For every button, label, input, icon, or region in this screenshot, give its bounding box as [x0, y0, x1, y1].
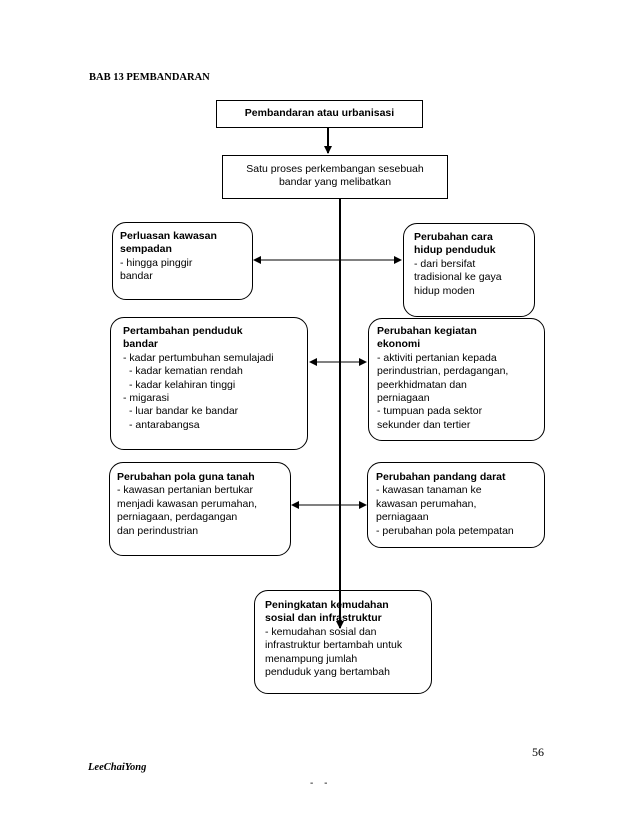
box-line: dan perindustrian [117, 524, 199, 537]
box-title: Perluasan kawasan [120, 230, 217, 242]
box-peningkatan-kemudahan: Peningkatan kemudahan sosial dan infrast… [254, 590, 432, 694]
box-title: Perubahan cara [414, 231, 493, 243]
definition-line: Satu proses perkembangan sesebuah [246, 163, 424, 175]
box-line: perniagaan, perdagangan [117, 511, 238, 524]
box-line: - perubahan pola petempatan [376, 524, 514, 537]
box-line: - kadar pertumbuhan semulajadi [123, 351, 274, 364]
box-line: sekunder dan tertier [377, 418, 471, 431]
box-line: bandar [120, 270, 153, 283]
box-perubahan-pola-guna-tanah: Perubahan pola guna tanah - kawasan pert… [109, 462, 291, 556]
box-perubahan-cara-hidup: Perubahan cara hidup penduduk - dari ber… [403, 223, 535, 317]
box-title: Peningkatan kemudahan [265, 599, 389, 611]
box-title: sempadan [120, 243, 172, 256]
box-line: - kemudahan sosial dan [265, 625, 377, 638]
box-line: - tumpuan pada sektor [377, 405, 483, 418]
top-box: Pembandaran atau urbanisasi [216, 100, 423, 128]
box-line: infrastruktur bertambah untuk [265, 639, 403, 652]
box-perluasan-kawasan: Perluasan kawasan sempadan - hingga ping… [112, 222, 253, 300]
box-title: hidup penduduk [414, 244, 496, 257]
box-title: bandar [123, 338, 159, 351]
author-name: LeeChaiYong [88, 762, 147, 773]
box-line: - kadar kematian rendah [129, 365, 243, 378]
page-number: 56 [532, 745, 544, 759]
box-title: sosial dan infrastruktur [265, 612, 382, 625]
box-line: - aktiviti pertanian kepada [377, 351, 497, 364]
chapter-title: BAB 13 PEMBANDARAN [89, 72, 210, 83]
box-line: perniagaan [377, 392, 430, 405]
box-line: kawasan perumahan, [376, 497, 477, 510]
box-line: - kawasan tanaman ke [376, 484, 482, 497]
box-title: Perubahan kegiatan [377, 325, 477, 337]
box-line: - luar bandar ke bandar [129, 405, 239, 418]
box-line: - hingga pinggir [120, 256, 193, 269]
box-title: ekonomi [377, 338, 421, 351]
box-line: - migarasi [123, 392, 170, 405]
box-title: Pertambahan penduduk [123, 325, 243, 337]
box-title: Perubahan pandang darat [376, 471, 506, 483]
box-line: penduduk yang bertambah [265, 666, 390, 679]
box-pertambahan-penduduk: Pertambahan penduduk bandar - kadar pert… [110, 317, 308, 450]
box-line: hidup moden [414, 284, 475, 297]
box-line: - kadar kelahiran tinggi [129, 378, 236, 391]
definition-box: Satu proses perkembangan sesebuah bandar… [222, 155, 448, 199]
footer-mark: - - [310, 778, 332, 789]
box-line: - kawasan pertanian bertukar [117, 484, 253, 497]
box-line: perniagaan [376, 511, 429, 524]
box-line: - dari bersifat [414, 257, 476, 270]
box-title: Perubahan pola guna tanah [117, 471, 255, 483]
box-perubahan-kegiatan-ekonomi: Perubahan kegiatan ekonomi - aktiviti pe… [368, 318, 545, 441]
box-line: peerkhidmatan dan [377, 378, 467, 391]
definition-line: bandar yang melibatkan [278, 176, 392, 188]
box-line: perindustrian, perdagangan, [377, 365, 509, 378]
box-line: tradisional ke gaya [414, 271, 502, 284]
box-line: menampung jumlah [265, 652, 358, 665]
box-perubahan-pandang-darat: Perubahan pandang darat - kawasan tanama… [367, 462, 545, 548]
box-line: menjadi kawasan perumahan, [117, 497, 258, 510]
box-line: - antarabangsa [129, 418, 200, 431]
